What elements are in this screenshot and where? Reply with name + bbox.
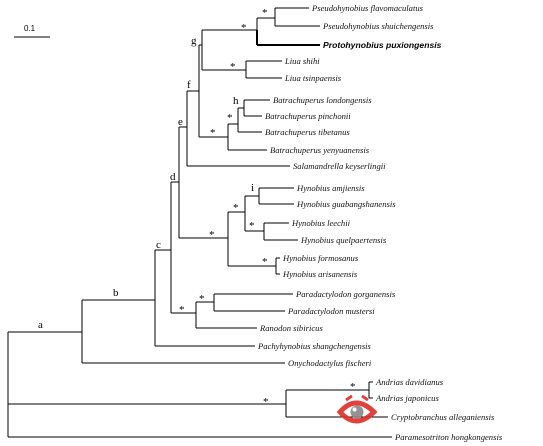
taxon-label-protohynobius-puxiongensis: Protohynobius puxiongensis	[323, 40, 442, 50]
support-asterisk-pseudo-proto: *	[241, 22, 247, 34]
tree-branches	[7, 7, 392, 438]
taxon-label-pseudohynobius-flavomaculatus: Pseudohynobius flavomaculatus	[311, 3, 424, 13]
taxon-label-paradactylodon-gorganensis: Paradactylodon gorganensis	[295, 289, 396, 299]
taxon-label-cryptobranchus-alleganiensis: Cryptobranchus alleganiensis	[391, 412, 495, 422]
taxon-label-batrachuperus-yenyuanensis: Batrachuperus yenyuanensis	[270, 145, 370, 155]
node-label-d: d	[170, 171, 176, 183]
support-asterisk-liua: *	[230, 61, 236, 73]
node-label-h: h	[233, 95, 239, 107]
watermark-eye-outline	[336, 400, 378, 424]
watermark-eye-pupil	[350, 405, 364, 419]
taxon-label-hynobius-formosanus: Hynobius formosanus	[282, 253, 359, 263]
taxon-label-hynobius-leechii: Hynobius leechii	[291, 218, 351, 228]
support-asterisk-cryptobranchidae: *	[263, 396, 269, 408]
taxon-label-liua-tsinpaensis: Liua tsinpaensis	[284, 73, 342, 83]
node-label-b: b	[113, 287, 119, 299]
node-label-g: g	[191, 35, 197, 47]
support-asterisk-hynobius: *	[209, 229, 215, 241]
taxon-label-salamandrella-keyserlingii: Salamandrella keyserlingii	[293, 161, 386, 171]
taxon-label-liua-shihi: Liua shihi	[284, 56, 320, 66]
support-asterisk-paradactylodon: *	[199, 293, 205, 305]
node-label-e: e	[178, 116, 183, 128]
node-label-f: f	[187, 79, 191, 91]
taxon-label-andrias-davidianus: Andrias davidianus	[375, 377, 444, 387]
taxon-label-batrachuperus-londongensis: Batrachuperus londongensis	[273, 95, 372, 105]
taxon-label-batrachuperus-tibetanus: Batrachuperus tibetanus	[265, 127, 350, 137]
support-asterisk-leechii: *	[249, 220, 255, 232]
taxon-label-hynobius-arisanensis: Hynobius arisanensis	[282, 269, 358, 279]
taxon-label-onychodactylus-fischeri: Onychodactylus fischeri	[288, 358, 372, 368]
support-asterisk-batrachuperus: *	[210, 127, 216, 139]
taxon-label-paradactylodon-mustersi: Paradactylodon mustersi	[287, 306, 375, 316]
taxon-label-batrachuperus-pinchonii: Batrachuperus pinchonii	[265, 111, 351, 121]
support-asterisk-taiwan: *	[262, 256, 268, 268]
node-label-c: c	[156, 239, 161, 251]
taxon-label-hynobius-amjiensis: Hynobius amjiensis	[296, 183, 365, 193]
taxon-label-pseudohynobius-shuichengensis: Pseudohynobius shuichengensis	[322, 21, 434, 31]
support-asterisk-paradactylodon-ranodon: *	[179, 304, 185, 316]
taxon-label-paramesotriton-hongkongensis: Paramesotriton hongkongensis	[394, 432, 503, 442]
taxon-label-hynobius-guabangshanensis: Hynobius guabangshanensis	[296, 199, 396, 209]
node-label-i: i	[251, 182, 254, 194]
node-label-a: a	[38, 319, 43, 331]
taxon-label-hynobius-quelpaertensis: Hynobius quelpaertensis	[300, 235, 387, 245]
support-asterisk-hynobius-north: *	[233, 202, 239, 214]
watermark-eye-lashes	[345, 394, 369, 402]
taxon-labels: Pseudohynobius flavomaculatus Pseudohyno…	[257, 3, 503, 442]
watermark-eye-logo-icon	[336, 394, 378, 424]
support-asterisk-batrachuperus-inner: *	[227, 112, 233, 124]
scale-bar: 0.1	[14, 24, 50, 38]
node-labels: a b c d e f g h i	[38, 35, 254, 331]
scale-bar-label: 0.1	[24, 24, 36, 33]
taxon-label-pachyhynobius-shangchengensis: Pachyhynobius shangchengensis	[257, 341, 372, 351]
taxon-label-ranodon-sibiricus: Ranodon sibiricus	[259, 323, 323, 333]
taxon-label-andrias-japonicus: Andrias japonicus	[375, 393, 439, 403]
support-markers: * * * * * * * * * * * * *	[179, 7, 356, 408]
support-asterisk-pseudohynobius: *	[262, 7, 268, 19]
support-asterisk-andrias: *	[350, 381, 356, 393]
watermark-eye-highlight	[352, 407, 357, 412]
